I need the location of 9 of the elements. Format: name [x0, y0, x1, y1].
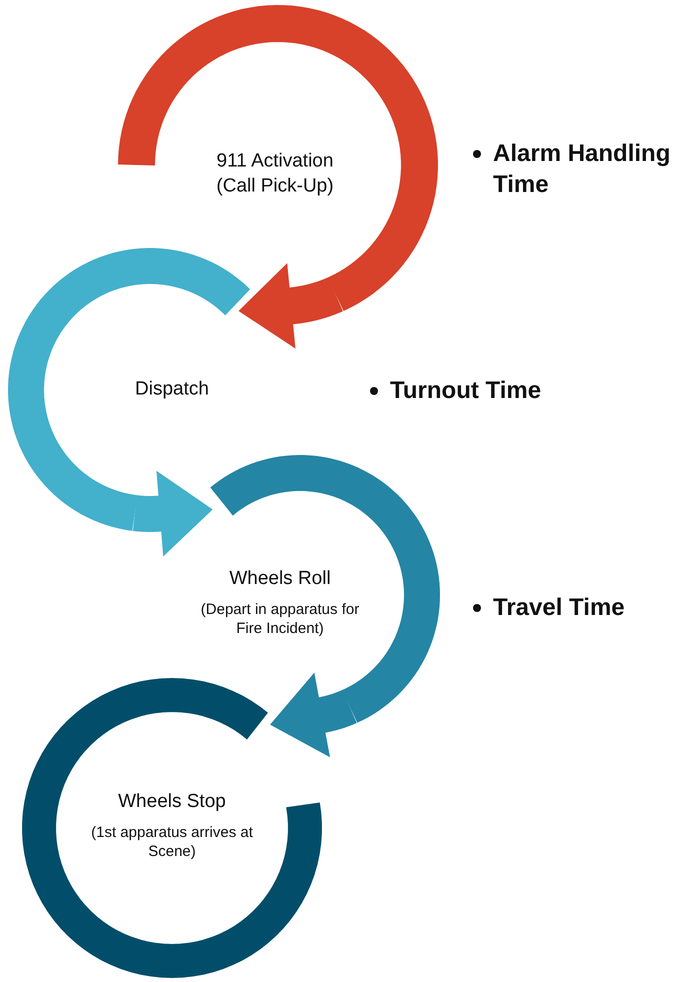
- step-label: 911 Activation (Call Pick-Up): [215, 149, 335, 198]
- phase-label: Travel Time: [493, 593, 626, 623]
- step-description: (Depart in apparatus for Fire Incident): [200, 600, 360, 639]
- phase-label: Alarm Handling Time: [493, 139, 672, 200]
- step-label: Wheels Stop: [117, 790, 227, 814]
- step-description: (1st apparatus arrives at Scene): [90, 822, 254, 862]
- step-label: Wheels Roll: [228, 567, 332, 592]
- step-label: Dispatch: [134, 378, 210, 402]
- phase-label: Turnout Time: [390, 376, 542, 406]
